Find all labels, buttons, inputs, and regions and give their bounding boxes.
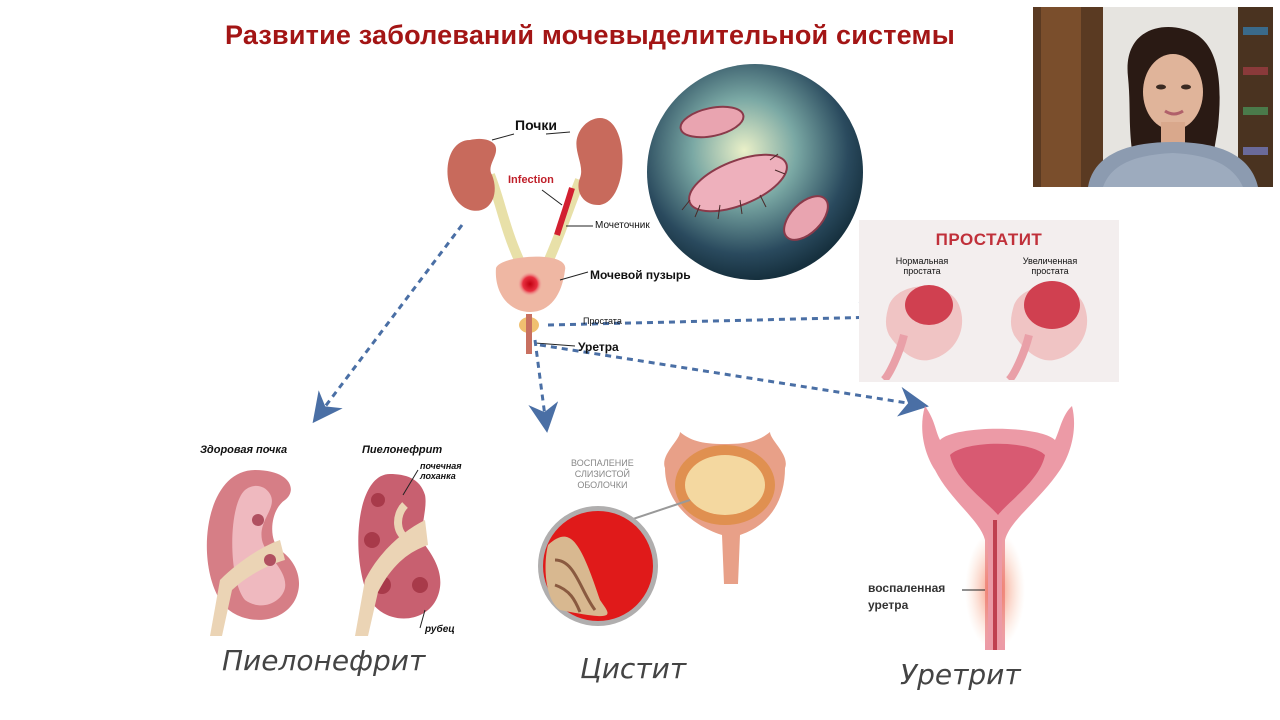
label-infection: Infection: [508, 174, 554, 186]
bacteria: [679, 105, 829, 241]
caption-pyelonephritis: Пиелонефрит: [222, 644, 426, 677]
urethra: [526, 314, 532, 354]
label-healthy-kidney: Здоровая почка: [200, 444, 288, 456]
caption-cystitis: Цистит: [580, 652, 687, 685]
label-pyelonephritis-kidney: Пиелонефрит: [362, 444, 443, 456]
label-kidneys: Почки: [515, 117, 558, 133]
label-ureter: Мочеточник: [595, 220, 650, 231]
label-bladder: Мочевой пузырь: [590, 268, 691, 282]
presenter-video-frame: [1033, 7, 1273, 187]
healthy-kidney-illustration: [206, 470, 300, 636]
pyelonephritis-kidney-illustration: [355, 469, 441, 636]
prostatitis-title: ПРОСТАТИТ: [935, 230, 1043, 249]
slide-title: Развитие заболеваний мочевыделительной с…: [225, 20, 955, 50]
arrow-to-pyelonephritis: [312, 224, 464, 424]
arrow-to-cystitis: [528, 339, 559, 433]
arrow-to-prostatitis: [547, 302, 889, 333]
presenter-webcam: [1033, 7, 1273, 187]
right-kidney: [576, 118, 623, 206]
urethritis-illustration: [922, 406, 1075, 650]
label-scar: рубец: [425, 624, 455, 635]
cystitis-illustration: [538, 432, 786, 626]
infected-ureter: [554, 187, 575, 236]
arrow-to-urethritis: [539, 343, 929, 417]
left-kidney: [447, 138, 497, 211]
label-urethra: Уретра: [578, 340, 619, 354]
prostatitis-illustration: [880, 281, 1088, 380]
label-prostate: Простата: [583, 316, 622, 326]
infection-spot: [518, 272, 542, 296]
caption-urethritis: Уретрит: [900, 658, 1021, 691]
